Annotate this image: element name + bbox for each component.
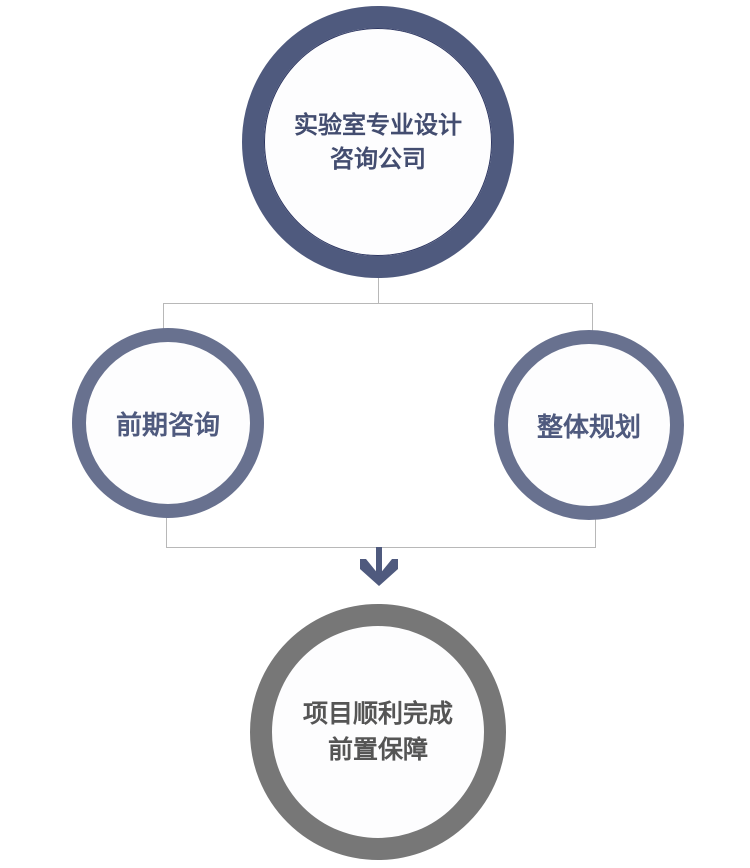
node-preliminary-consulting: 前期咨询	[72, 328, 264, 518]
node-project-outcome: 项目顺利完成 前置保障	[250, 604, 506, 860]
node-overall-planning-label: 整体规划	[536, 412, 641, 443]
node-project-outcome-line1: 项目顺利完成	[302, 699, 453, 728]
connector-top-left-drop	[163, 303, 164, 330]
arrow-down-icon	[360, 547, 398, 586]
node-project-outcome-line2: 前置保障	[327, 735, 428, 764]
connector-top-stem	[378, 277, 379, 303]
connector-bottom-left-rise	[166, 515, 167, 547]
connector-bottom-right-rise	[595, 517, 596, 547]
connector-top-right-drop	[592, 303, 593, 333]
node-preliminary-consulting-label: 前期咨询	[115, 410, 220, 441]
node-overall-planning: 整体规划	[494, 330, 684, 520]
node-company-line2: 咨询公司	[330, 145, 426, 173]
node-company: 实验室专业设计 咨询公司	[242, 6, 514, 278]
node-company-line1: 实验室专业设计	[294, 111, 462, 139]
connector-top-bar	[163, 303, 593, 304]
